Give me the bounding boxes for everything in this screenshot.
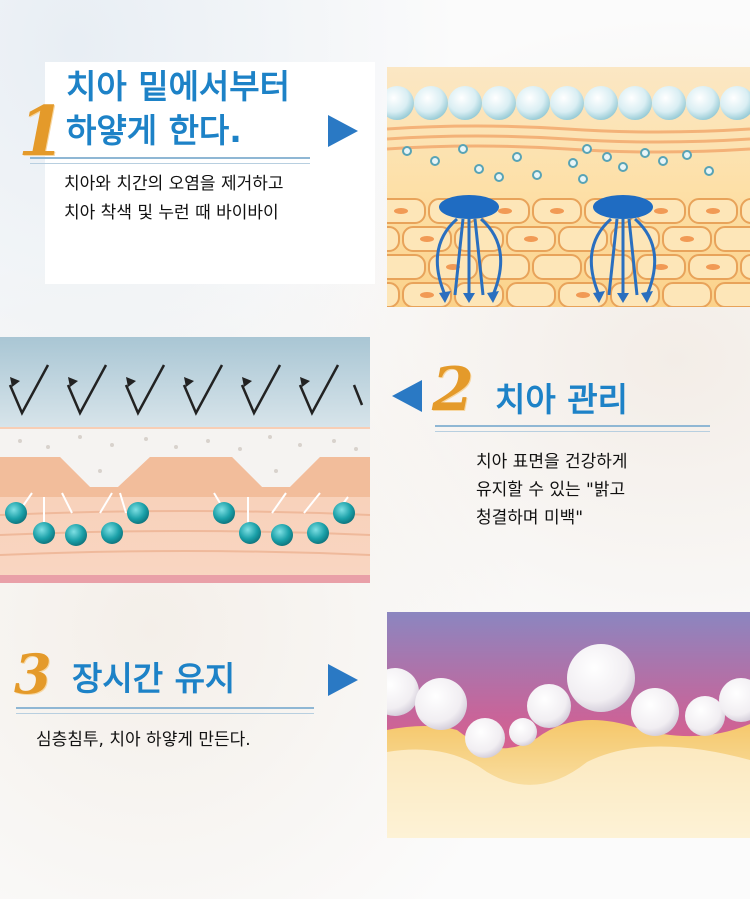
section2-title: 치아 관리 [495,380,628,419]
section2-rule-thin [435,431,710,432]
section2-rule [435,425,710,427]
section1-illustration [387,67,750,307]
section1-title-line1: 치아 밑에서부터 [66,67,291,106]
section2-desc-line3: 청결하며 미백" [476,508,584,528]
arrow-right-icon [328,664,358,696]
section1-desc-line2: 치아 착색 및 누런 때 바이바이 [64,203,279,223]
arrow-left-icon [392,380,422,412]
section3-desc-line1: 심층침투, 치아 하얗게 만든다. [36,730,251,750]
section2-desc-line1: 치아 표면을 건강하게 [476,452,628,472]
section1-rule [30,157,310,159]
section2-desc-line2: 유지할 수 있는 "밝고 [476,480,626,500]
section2-number: 2 [432,355,474,425]
section1-number: 1 [18,92,66,172]
section3-rule [16,707,314,709]
section1-title-line2: 하얗게 한다. [66,111,242,150]
section3-title: 장시간 유지 [72,659,236,698]
section3-rule-thin [16,713,314,714]
section2-illustration [0,337,370,583]
section3-illustration [387,612,750,838]
section1-rule-thin [30,163,310,164]
section1-desc-line1: 치아와 치간의 오염을 제거하고 [64,174,284,194]
arrow-right-icon [328,115,358,147]
section3-number: 3 [14,642,52,706]
section1-card [45,62,375,284]
